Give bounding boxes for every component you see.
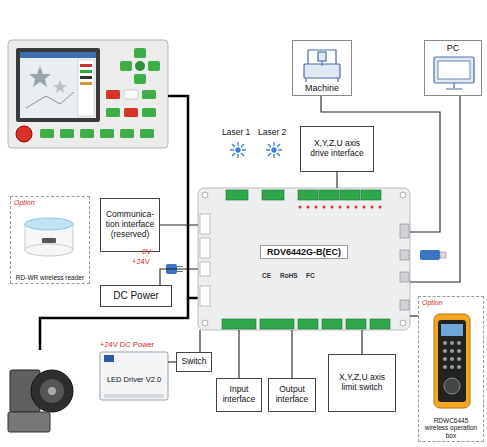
- connector-line: [160, 269, 198, 285]
- node-label: RDV6442G-B(EC): [260, 245, 348, 259]
- voltage-label: 0V: [142, 247, 151, 256]
- option-panel: OptionRDWC6445 wireless operation box: [418, 296, 484, 442]
- rotary-device: [8, 370, 73, 432]
- node-label: Option: [422, 299, 480, 306]
- machine-box: Machine: [292, 40, 352, 96]
- node-caption: RD-WR wireless reader: [14, 274, 86, 281]
- handheld-pendant: [434, 314, 470, 408]
- pc-box: PC: [424, 40, 482, 96]
- node-label: DC Power: [113, 290, 159, 302]
- connector-line: [410, 315, 418, 316]
- node-label: LED Driver V2.0: [107, 376, 161, 385]
- power-box: DC Power: [100, 285, 172, 307]
- controller-board: RDV6442G-B(EC): [198, 188, 410, 330]
- board-plate: [198, 188, 410, 330]
- machine-icon: [304, 50, 340, 82]
- wireless-reader: [25, 218, 73, 256]
- cert-mark: CE: [262, 272, 271, 279]
- interface-box: X,Y,Z,U axis drive interface: [300, 126, 374, 172]
- connector-line: [160, 224, 198, 225]
- cert-mark: FC: [306, 272, 315, 279]
- connector-line: [291, 330, 292, 378]
- power-note: +24V DC Power: [100, 340, 154, 349]
- node-label: X,Y,Z,U axis drive interface: [304, 139, 370, 159]
- node-label: Switch: [181, 357, 206, 367]
- connector-line: [361, 330, 362, 354]
- interface-box: X,Y,Z,U axis limit switch: [328, 354, 396, 412]
- connector-line: [336, 172, 337, 188]
- pc-icon: [434, 57, 474, 89]
- led-driver-body: [100, 352, 168, 400]
- voltage-label: +24V: [132, 257, 150, 266]
- interface-box: Communica- tion interface (reserved): [100, 198, 160, 252]
- switch-box: Switch: [176, 352, 212, 372]
- laser-label: Laser 1: [222, 127, 250, 137]
- control-panel: [8, 40, 168, 148]
- controller-board-body: [198, 188, 410, 330]
- led-driver: LED Driver V2.0: [100, 352, 168, 400]
- node-label: X,Y,Z,U axis limit switch: [332, 373, 392, 393]
- lcd-frame: [16, 48, 100, 122]
- connector-line: [238, 330, 239, 378]
- node-label: Input interface: [220, 385, 258, 405]
- node-label: Communica- tion interface (reserved): [104, 210, 156, 239]
- interface-box: Input interface: [216, 378, 262, 412]
- node-caption: RDWC6445 wireless operation box: [422, 417, 480, 439]
- laser-label: Laser 2: [258, 127, 286, 137]
- usb-stick: [420, 250, 446, 260]
- node-label: PC: [447, 43, 460, 53]
- lcd-screen: [20, 52, 96, 118]
- cert-mark: RoHS: [280, 272, 298, 279]
- laser-icon: [230, 142, 282, 158]
- connector-line: [199, 330, 200, 352]
- option-panel: OptionRD-WR wireless reader: [10, 196, 90, 284]
- connector-line: [410, 96, 460, 282]
- interface-box: Output interface: [268, 378, 316, 412]
- node-label: Output interface: [272, 385, 312, 405]
- node-label: Option: [14, 199, 86, 206]
- connector-line: [168, 361, 176, 362]
- node-label: Machine: [305, 83, 339, 93]
- panel-body: [8, 40, 168, 148]
